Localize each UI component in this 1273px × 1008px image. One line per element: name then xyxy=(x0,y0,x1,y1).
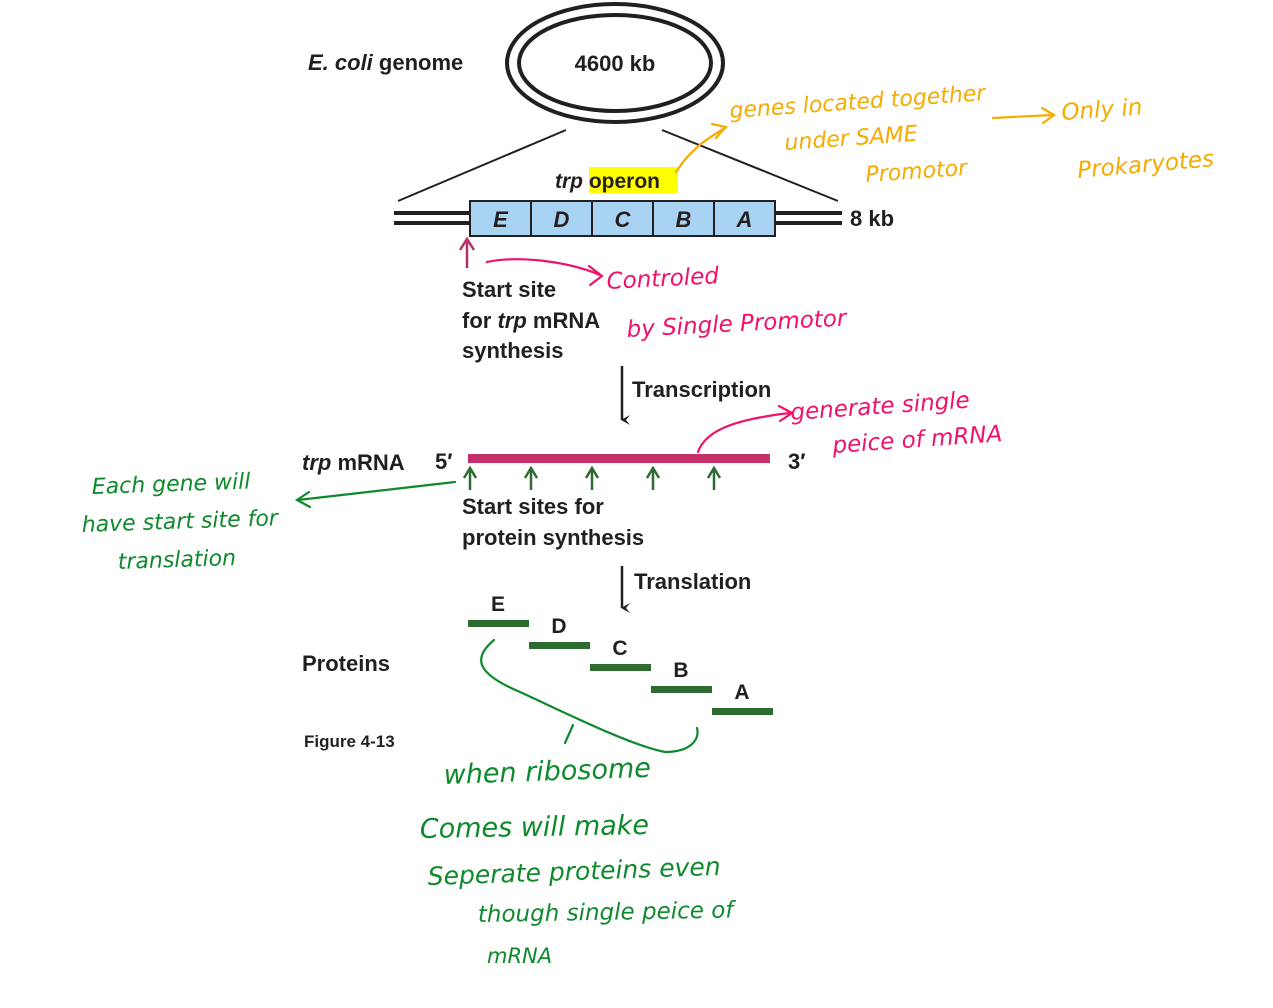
protein-start-line2: protein synthesis xyxy=(462,525,644,550)
protein-bar-a xyxy=(712,708,773,715)
gene-label-d: D xyxy=(554,207,570,232)
translation-note-line3: translation xyxy=(117,546,236,575)
gene-label-a: A xyxy=(736,207,753,232)
pink-annotation-strokes xyxy=(485,258,795,454)
genome-inner-ring xyxy=(517,13,713,113)
operon-note-line2: under SAME xyxy=(784,122,919,156)
protein-bar-d xyxy=(529,642,590,649)
operon-note-line3: Promotor xyxy=(865,156,970,188)
prokaryote-arrow-line xyxy=(991,113,1054,120)
proteins-label: Proteins xyxy=(302,651,390,676)
start-site-line2: for trp mRNA xyxy=(462,308,600,333)
figure-label: Figure 4-13 xyxy=(304,732,395,751)
prokaryotes-note-line1: Only in xyxy=(1061,94,1144,126)
transcription-label: Transcription xyxy=(632,377,771,402)
ribosome-note-line3: Seperate proteins even xyxy=(427,852,721,891)
promoter-pointer-head xyxy=(587,264,604,287)
protein-bar-b xyxy=(651,686,712,693)
green-annotation-strokes xyxy=(294,480,699,754)
operon-annotation-strokes xyxy=(674,106,1057,174)
genome-outer-ring xyxy=(505,2,725,124)
ribosome-note-line4: though single peice of xyxy=(478,897,737,928)
protein-start-arrow-head-4 xyxy=(645,465,661,479)
start-site-line1: Start site xyxy=(462,277,556,302)
ribosome-note-line2: Comes will make xyxy=(420,810,650,845)
mrna-label: trp mRNA xyxy=(302,450,405,475)
protein-bracket-curve xyxy=(480,638,699,754)
operon-highlight xyxy=(589,167,678,193)
mrna-three-prime: 3′ xyxy=(788,449,806,474)
prokaryote-arrow-head xyxy=(1040,106,1057,125)
protein-label-e: E xyxy=(491,593,505,616)
gene-box-a xyxy=(713,200,776,237)
translation-pointer-head xyxy=(294,490,312,509)
gene-box-b xyxy=(652,200,715,237)
protein-label-b: B xyxy=(673,659,688,682)
mrna-five-prime: 5′ xyxy=(435,449,453,474)
gene-label-b: B xyxy=(676,207,692,232)
mrna-pointer-curve xyxy=(696,411,792,454)
translation-note-line1: Each gene will xyxy=(91,469,250,500)
protein-bar-e xyxy=(468,620,529,627)
gene-label-e: E xyxy=(493,207,509,232)
protein-start-arrows xyxy=(462,465,722,490)
protein-label-d: D xyxy=(551,615,566,638)
expansion-line-right xyxy=(661,129,839,202)
protein-bar-c xyxy=(590,664,651,671)
protein-bars: E D C B A xyxy=(468,593,773,715)
translation-pointer-line xyxy=(296,480,457,502)
ribosome-note-line5: mRNA xyxy=(487,944,552,968)
operon-pointer-curve xyxy=(674,126,727,174)
operon-note-line1: genes located together xyxy=(729,81,989,124)
mrna-note-line2: peice of mRNA xyxy=(831,421,1003,459)
protein-start-arrow-head-2 xyxy=(523,465,539,479)
mrna-pointer-head xyxy=(777,404,795,423)
expansion-line-left xyxy=(397,129,567,202)
start-site-line3: synthesis xyxy=(462,338,564,363)
promoter-note-line2: by Single Promotor xyxy=(626,305,849,343)
operon-length: 8 kb xyxy=(850,206,894,231)
promoter-note-line1: Controled xyxy=(606,263,720,295)
gene-box-e xyxy=(469,200,532,237)
ribosome-note-line1: when ribosome xyxy=(443,753,651,791)
gene-label-c: C xyxy=(615,207,632,232)
promoter-pointer-curve xyxy=(485,258,602,277)
mrna-strand xyxy=(468,454,770,463)
protein-label-a: A xyxy=(734,681,749,704)
bracket-tick xyxy=(563,723,575,745)
operon-pointer-head xyxy=(710,122,729,140)
protein-start-line1: Start sites for xyxy=(462,494,604,519)
genome-size: 4600 kb xyxy=(575,51,656,76)
mrna-note-line1: generate single xyxy=(790,388,971,426)
protein-start-arrow-head-1 xyxy=(462,465,478,479)
protein-start-arrow-head-5 xyxy=(706,465,722,479)
protein-label-c: C xyxy=(612,637,627,660)
protein-start-arrow-head-3 xyxy=(584,465,600,479)
start-site-arrow-head xyxy=(458,236,476,251)
translation-label: Translation xyxy=(634,569,751,594)
translation-note-line2: have start site for xyxy=(81,506,280,538)
prokaryotes-note-line2: Prokaryotes xyxy=(1076,146,1215,184)
operon-label: trp operon xyxy=(555,170,660,193)
gene-box-d xyxy=(530,200,593,237)
genome-label: E. coli genome xyxy=(308,50,463,75)
